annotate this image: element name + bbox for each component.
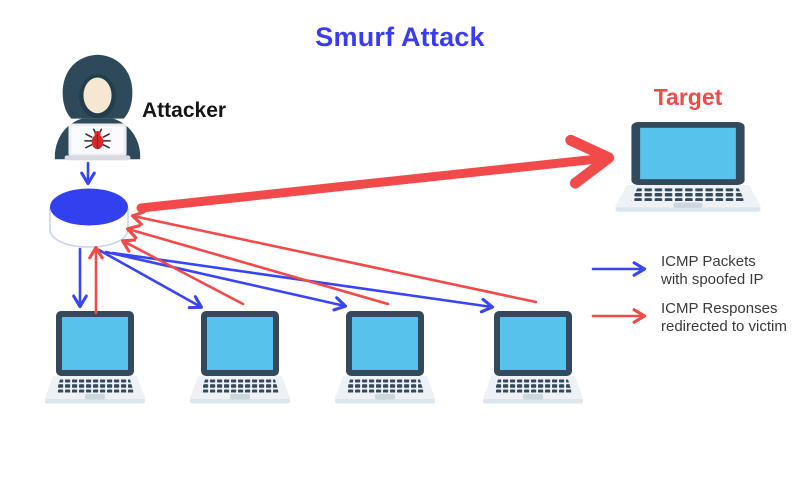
diagram-title: Smurf Attack	[315, 22, 485, 52]
laptop-icon	[44, 311, 146, 404]
amplifier-laptop-3	[334, 311, 436, 404]
icmp-response-arrow-4	[130, 210, 538, 304]
laptop-icon	[189, 311, 291, 404]
laptop-icon	[334, 311, 436, 404]
icmp-packet-arrow-3	[104, 250, 348, 312]
amplifier-laptop-2	[189, 311, 291, 404]
legend-responses-label: ICMP Responses redirected to victim	[661, 300, 787, 336]
router-hub-cylinder-icon	[49, 188, 129, 248]
legend-packets-line1: ICMP Packets	[661, 253, 756, 270]
amplifier-laptop-4	[482, 311, 584, 404]
bug-icon	[84, 128, 111, 150]
router-top	[50, 188, 128, 226]
amplifier-laptop-1	[44, 311, 146, 404]
icmp-packet-arrow-4	[111, 251, 495, 314]
laptop-icon	[615, 121, 761, 212]
laptop-icon	[482, 311, 584, 404]
legend-responses-line2: redirected to victim	[661, 318, 787, 335]
target-label: Target	[653, 84, 723, 110]
icmp-packet-arrow-2	[97, 248, 204, 310]
icmp-response-arrow-3	[125, 224, 390, 306]
legend-packets-label: ICMP Packets with spoofed IP	[661, 253, 764, 289]
attack-traffic-to-target-arrow	[136, 134, 615, 213]
hacker-face	[83, 77, 112, 114]
icmp-response-arrow-2	[120, 238, 245, 306]
legend-packets-line2: with spoofed IP	[661, 271, 764, 288]
legend-responses-line1: ICMP Responses	[661, 300, 778, 317]
target-laptop	[615, 121, 761, 212]
hooded-hacker-laptop-bug-icon	[54, 54, 141, 161]
attacker-label: Attacker	[142, 99, 227, 122]
hacker-laptop-base	[64, 155, 131, 161]
